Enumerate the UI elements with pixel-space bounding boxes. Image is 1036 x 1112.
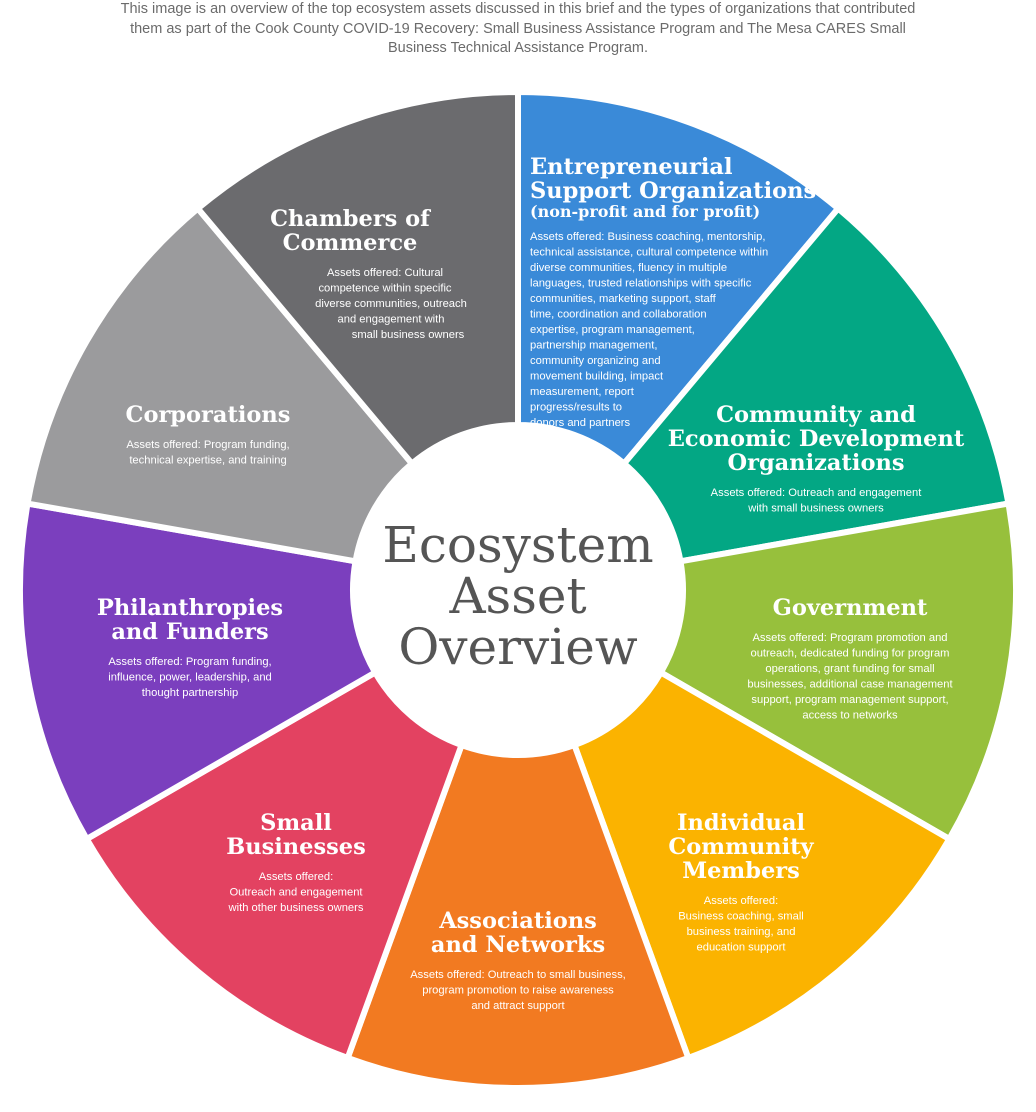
segment-body-line: time, coordination and collaboration <box>530 309 707 321</box>
segment-body-line: communities, marketing support, staff <box>530 293 717 305</box>
segment-body-line: Assets offered: <box>704 895 778 907</box>
segment-body-line: Assets offered: Program funding, <box>108 656 271 668</box>
segment-title-line: Economic Development <box>668 426 965 452</box>
segment-body-line: measurement, report <box>530 386 635 398</box>
segment-corporations <box>24 204 417 565</box>
segment-title-line: Individual <box>677 810 805 836</box>
segment-government <box>656 500 1019 844</box>
segment-title-line: Chambers of <box>270 206 431 232</box>
segment-individual-community-members <box>570 668 954 1062</box>
segment-body-line: expertise, program management, <box>530 324 695 336</box>
segment-body-line: competence within specific <box>318 283 451 295</box>
wheel-segments <box>17 88 1019 1091</box>
segment-title-line: Commerce <box>283 230 418 256</box>
center-circle <box>358 430 678 750</box>
segment-title-line: Philanthropies <box>97 595 283 621</box>
segment-title-line: Government <box>773 595 928 621</box>
segment-title-line: Organizations <box>727 450 904 476</box>
segment-title-line: Corporations <box>126 402 291 428</box>
segment-body-line: Assets offered: Business coaching, mento… <box>530 231 765 243</box>
segment-body-line: education support <box>697 942 787 954</box>
segment-body-line: languages, trusted relationships with sp… <box>530 278 752 290</box>
segment-body-line: diverse communities, outreach <box>315 298 467 310</box>
segment-body-line: technical expertise, and training <box>129 455 286 467</box>
segment-body-line: with other business owners <box>228 902 364 914</box>
segment-title-line: Members <box>682 858 800 884</box>
segment-body-line: access to networks <box>802 710 898 722</box>
segment-body-line: and engagement with <box>338 314 445 326</box>
segment-body-line: and attract support <box>471 1000 565 1012</box>
segment-body-line: thought partnership <box>142 687 238 699</box>
segment-entrepreneurial-support-organizations <box>515 88 843 468</box>
center-title-line: Overview <box>398 618 638 676</box>
segment-body-line: partnership management, <box>530 340 658 352</box>
segment-body-line: Assets offered: Outreach to small busine… <box>410 969 626 981</box>
segment-body-line: community organizing and <box>530 355 661 367</box>
segment-title-line: Community <box>668 834 814 860</box>
segment-body-line: Assets offered: <box>259 871 333 883</box>
segment-body-line: businesses, additional case management <box>747 679 953 691</box>
segment-philanthropies-and-funders <box>17 500 380 844</box>
segment-title-line: Small <box>260 810 332 836</box>
segment-body-line: Assets offered: Cultural <box>327 267 443 279</box>
segment-body-line: with small business owners <box>747 503 884 515</box>
segment-body-line: business training, and <box>687 926 796 938</box>
segment-title-line: and Networks <box>431 932 605 958</box>
segment-title-line: Associations <box>438 908 597 934</box>
segment-subtitle: (non-profit and for profit) <box>530 202 760 221</box>
segment-body-line: program promotion to raise awareness <box>422 985 614 997</box>
segment-small-businesses <box>82 668 466 1062</box>
segment-body-line: Assets offered: Program promotion and <box>752 632 947 644</box>
center-title-line: Asset <box>448 567 586 625</box>
segment-body-line: technical assistance, cultural competenc… <box>530 247 768 259</box>
segment-title-line: and Funders <box>111 619 268 645</box>
segment-title-line: Community and <box>716 402 916 428</box>
segment-body-line: support, program management support, <box>751 694 948 706</box>
segment-title-line: Entrepreneurial <box>530 154 733 180</box>
segment-body-line: outreach, dedicated funding for program <box>750 648 949 660</box>
segment-body-line: progress/results to <box>530 402 622 414</box>
segment-title-line: Support Organizations <box>530 178 816 204</box>
segment-body-line: diverse communities, fluency in multiple <box>530 262 727 274</box>
segment-body-line: small business owners <box>352 329 465 341</box>
center-title-line: Ecosystem <box>382 516 653 574</box>
segment-body-line: Outreach and engagement <box>229 887 363 899</box>
segment-body-line: Business coaching, small <box>678 911 804 923</box>
segment-title-line: Businesses <box>226 834 366 860</box>
segment-community-and-economic-development-organizations <box>619 204 1012 565</box>
segment-body-line: donors and partners <box>530 417 631 429</box>
segment-body-line: Assets offered: Program funding, <box>126 439 289 451</box>
segment-body-line: Assets offered: Outreach and engagement <box>711 487 923 499</box>
segment-body-line: influence, power, leadership, and <box>108 672 272 684</box>
segment-chambers-of-commerce <box>193 88 521 468</box>
segment-body-line: movement building, impact <box>530 371 664 383</box>
intro-text: This image is an overview of the top eco… <box>120 1 916 56</box>
segment-body-line: operations, grant funding for small <box>765 663 934 675</box>
